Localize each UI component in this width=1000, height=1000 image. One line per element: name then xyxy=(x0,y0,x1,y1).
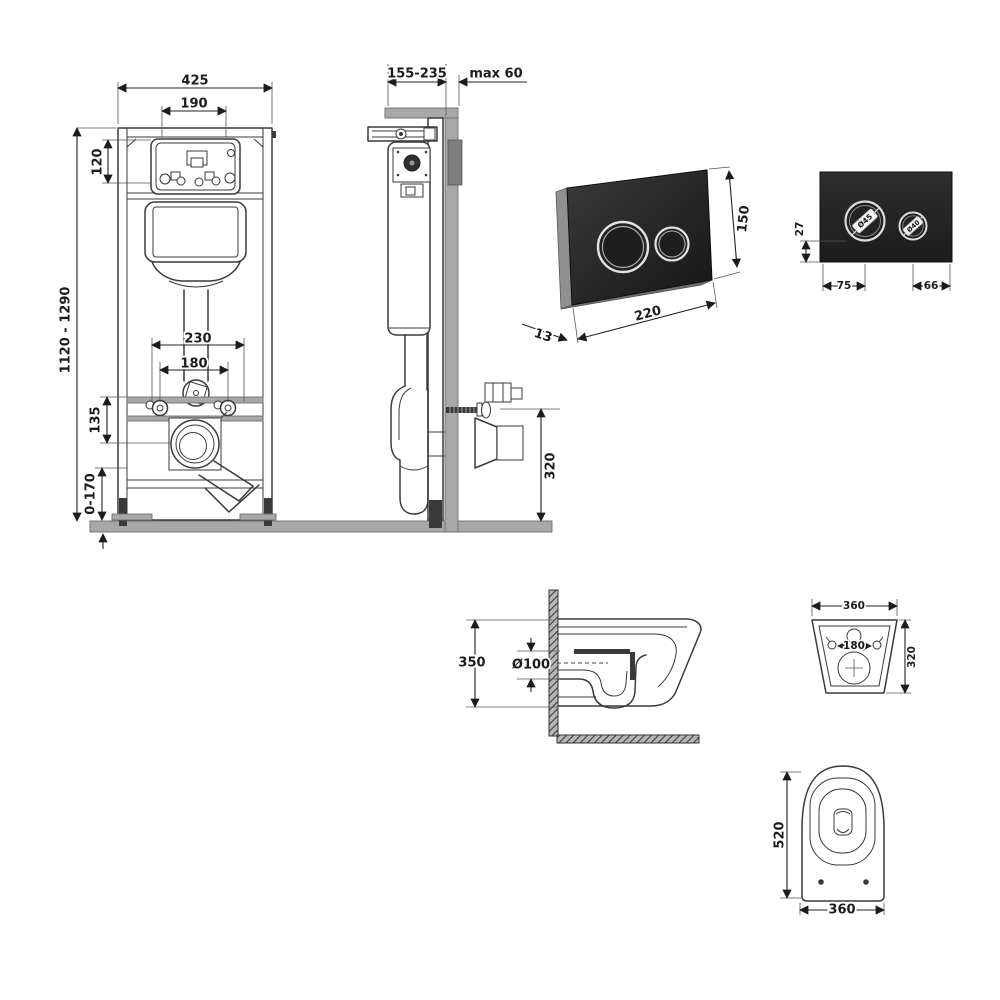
bowl-outlet-connector xyxy=(474,417,524,469)
bowl-profile xyxy=(556,618,702,707)
fixing-bolt-right xyxy=(213,399,237,417)
front-plate-button-large: Ø45 xyxy=(844,200,886,242)
water-inlet xyxy=(446,382,523,419)
flush-bend-trap xyxy=(390,334,445,515)
dim-label-rear-height: 320 xyxy=(906,646,918,668)
top-bracket xyxy=(367,126,438,142)
flush-plate-front-dimensions: 27 75 66 xyxy=(793,220,951,294)
fixing-bolt-left xyxy=(145,399,169,417)
plate-button-large xyxy=(596,220,650,274)
dim-label-finish-clearance: max 60 xyxy=(469,67,522,82)
upper-rail xyxy=(126,396,264,404)
wall-strip xyxy=(444,117,459,533)
floor-hatched xyxy=(556,734,700,744)
fixing-hole-left xyxy=(827,640,837,650)
dim-label-fixing-inner: 180 xyxy=(180,357,207,372)
dim-label-rear-width: 360 xyxy=(843,600,865,612)
flush-plate-front: Ø45 Ø40 27 75 66 xyxy=(793,171,953,294)
siphon-cup xyxy=(833,808,853,836)
dim-label-large-center: 75 xyxy=(837,280,852,292)
adjustable-feet xyxy=(111,498,277,526)
dim-label-fixing-outer: 230 xyxy=(184,332,211,347)
cistern-side xyxy=(387,141,431,336)
wall-hatched xyxy=(548,589,559,737)
fixing-hole-right xyxy=(872,640,882,650)
bowl-plan-view: 520 360 xyxy=(771,765,885,919)
dim-label-rear-fixing-spacing: 180 xyxy=(843,640,865,652)
frame-side-view: 155-235 max 60 320 xyxy=(367,64,560,533)
flush-plate-perspective: 150 220 13 xyxy=(521,166,755,348)
dim-label-plate-width: 220 xyxy=(633,303,663,325)
wall-bracket-plate xyxy=(447,139,463,186)
floor-band xyxy=(89,520,553,533)
dim-label-button-bottom-offset: 27 xyxy=(794,222,806,237)
dim-label-frame-width: 425 xyxy=(181,74,208,89)
dim-label-install-height: 1120 - 1290 xyxy=(59,287,74,374)
dim-label-panel-height: 120 xyxy=(91,148,106,175)
frame-side-dimensions: 155-235 max 60 320 xyxy=(385,64,560,522)
dim-label-feet-range: 0-170 xyxy=(84,473,99,515)
dim-label-outlet-diameter: Ø100 xyxy=(512,658,550,673)
dim-label-plan-width: 360 xyxy=(828,903,855,918)
plate-button-small xyxy=(654,226,690,262)
dim-label-frame-depth: 155-235 xyxy=(387,67,447,82)
dim-label-plan-depth: 520 xyxy=(773,821,788,848)
bowl-section-dimensions: 350 Ø100 xyxy=(457,619,560,708)
dim-label-panel-width: 190 xyxy=(180,97,207,112)
frame-front-dimensions: 425 190 120 1120 - 1290 230 180 135 0-17… xyxy=(57,72,273,549)
dim-label-outlet-height: 320 xyxy=(544,452,559,479)
frame-front-view: 425 190 120 1120 - 1290 230 180 135 0-17… xyxy=(57,72,553,549)
seat-bolt-right xyxy=(863,879,869,885)
front-plate-button-small: Ø40 xyxy=(898,211,928,241)
dim-label-rail-offset: 135 xyxy=(89,406,104,433)
seat-bolt-left xyxy=(818,879,824,885)
dim-label-small-center: 66 xyxy=(924,280,939,292)
dim-label-plate-thickness: 13 xyxy=(532,326,554,346)
dim-label-plate-height: 150 xyxy=(735,205,753,234)
bowl-rear-view: 360 180 320 xyxy=(811,599,920,694)
access-panel xyxy=(150,138,241,195)
bowl-section-view: 350 Ø100 xyxy=(457,589,702,744)
dim-label-bowl-height: 350 xyxy=(458,656,485,671)
top-plate xyxy=(384,107,459,119)
